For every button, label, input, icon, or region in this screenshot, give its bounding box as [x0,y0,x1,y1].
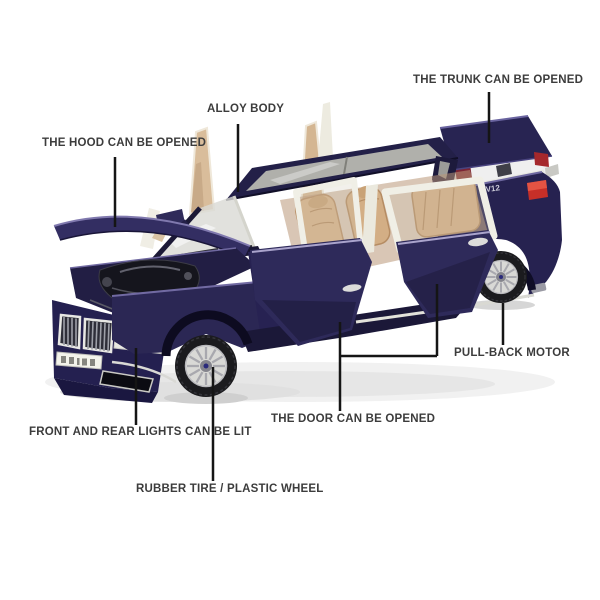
callout-alloy-body-label: ALLOY BODY [207,103,285,115]
callout-lines [113,92,505,481]
rear-door-handle [468,237,488,247]
b-pillar [362,184,378,254]
callout-tire-label: RUBBER TIRE / PLASTIC WHEEL [136,483,324,495]
panoramic-sunroof [246,144,442,191]
callout-pull-back-motor-label: PULL-BACK MOTOR [454,347,570,359]
trunk-lid-tail-light [534,152,549,167]
door-callout-line [338,284,439,411]
v12-badge: V12 [485,183,501,194]
trunk-latch [496,163,512,177]
trunk-lid [440,116,552,170]
callout-trunk-label: THE TRUNK CAN BE OPENED [413,74,584,86]
kidney-grille-right [82,317,115,354]
front-door-handle [342,284,362,292]
rear-door-frame [381,176,498,254]
callout-hood-label: THE HOOD CAN BE OPENED [42,137,207,149]
front-wheel [175,335,237,397]
callout-lights-label: FRONT AND REAR LIGHTS CAN BE LIT [29,426,252,438]
car-trunk-open [439,115,559,192]
callout-door-label: THE DOOR CAN BE OPENED [271,413,436,425]
car-open-doors-near-side [250,176,498,346]
kidney-grille-left [57,313,82,350]
